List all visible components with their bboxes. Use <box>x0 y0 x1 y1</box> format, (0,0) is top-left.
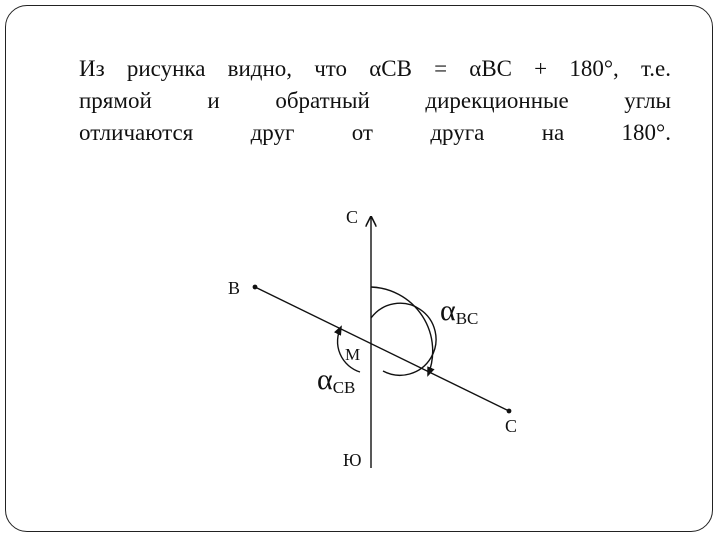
explanation-text: Из рисунка видно, что αCB = αBC + 180°, … <box>79 53 671 149</box>
text-line-1: Из рисунка видно, что αCB = αBC + 180°, … <box>79 56 671 81</box>
text-line-3: отличаются друг от друга на 180°. <box>79 120 671 145</box>
alpha-cb-label: αCB <box>317 363 355 397</box>
alpha-cb-subscript: CB <box>333 378 356 397</box>
text-line-2: прямой и обратный дирекционные углы <box>79 88 671 113</box>
alpha-cb-symbol: α <box>317 363 333 396</box>
center-label: М <box>345 345 360 364</box>
point-b-label: B <box>228 278 240 298</box>
point-c <box>506 408 512 414</box>
south-label: Ю <box>343 450 362 470</box>
alpha-bc-inner-arc <box>370 302 437 376</box>
alpha-bc-arc <box>370 286 435 377</box>
point-b <box>252 284 258 290</box>
alpha-cb-arc <box>333 325 361 373</box>
line-bc <box>254 286 510 412</box>
alpha-bc-label: αBC <box>440 294 478 328</box>
point-c-label: C <box>505 416 517 436</box>
alpha-bc-symbol: α <box>440 294 456 327</box>
north-label: С <box>346 207 358 227</box>
slide-frame <box>5 5 713 532</box>
alpha-bc-subscript: BC <box>456 309 479 328</box>
